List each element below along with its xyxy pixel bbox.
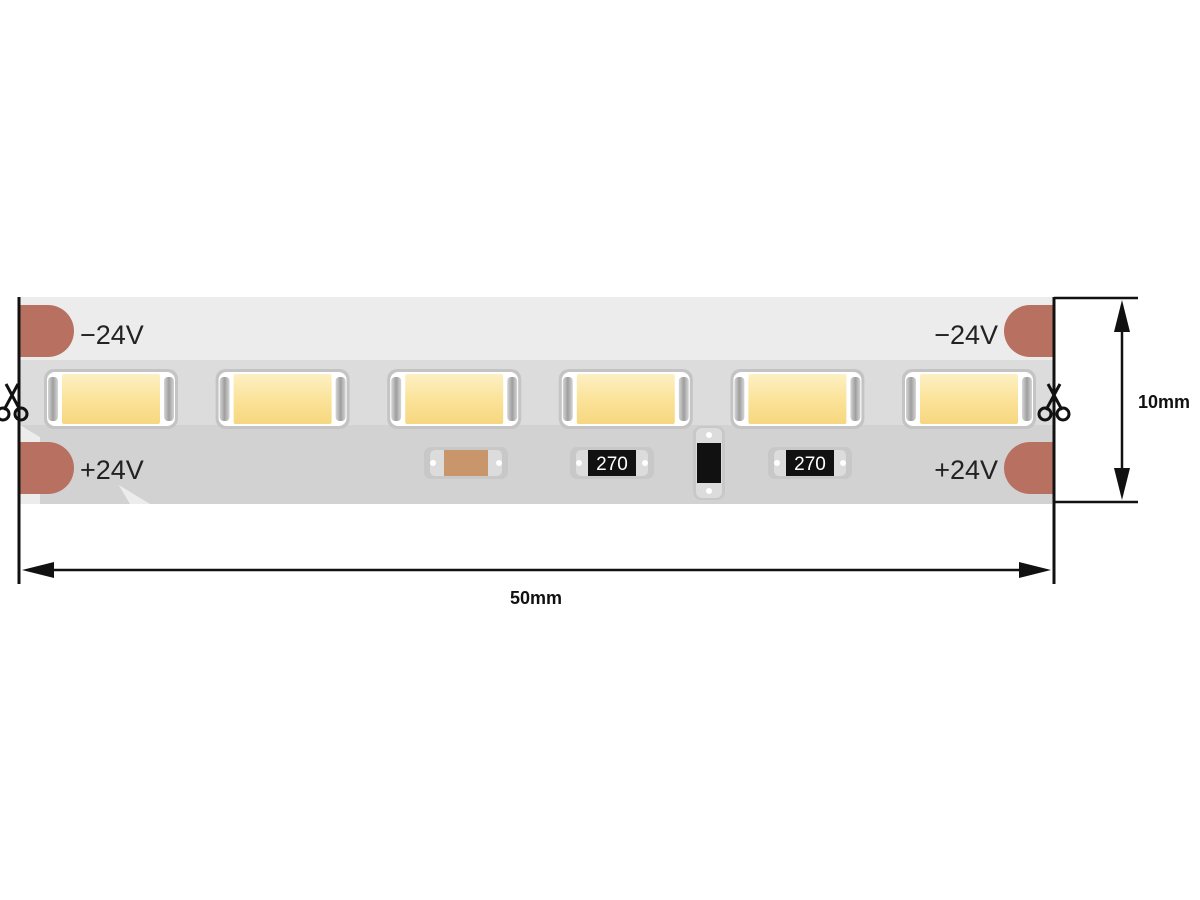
height-label: 10mm — [1138, 392, 1190, 412]
shadow-band — [20, 360, 1054, 425]
resistor-2-label: 270 — [794, 454, 826, 475]
led-chip — [44, 369, 178, 429]
fuse-component — [424, 447, 508, 479]
led-chip — [730, 369, 865, 429]
arrow-left-icon — [22, 562, 54, 578]
arrow-right-icon — [1019, 562, 1051, 578]
strip-shading — [20, 360, 1054, 504]
pad-label-right-top: −24V — [934, 320, 998, 350]
resistor-1-label: 270 — [596, 454, 628, 475]
arrow-down-icon — [1114, 468, 1130, 500]
pad-left-top — [20, 305, 74, 357]
pad-label-right-bottom: +24V — [934, 455, 998, 485]
led-chip — [558, 369, 693, 429]
shadow-band — [20, 425, 1054, 504]
led-chip — [215, 369, 350, 429]
resistor-1: 270 — [570, 447, 654, 479]
arrow-up-icon — [1114, 300, 1130, 332]
pad-left-bottom — [20, 442, 74, 494]
pad-label-left-bottom: +24V — [80, 455, 144, 485]
diode-component — [693, 426, 725, 500]
pad-right-bottom — [1004, 442, 1054, 494]
height-dimension: 10mm — [1054, 296, 1190, 504]
resistor-2: 270 — [768, 447, 852, 479]
pad-right-top — [1004, 305, 1054, 357]
pad-label-left-top: −24V — [80, 320, 144, 350]
width-label: 50mm — [510, 588, 562, 608]
width-dimension: 50mm — [22, 562, 1051, 608]
led-chip — [902, 369, 1036, 429]
solder-pads — [20, 305, 1054, 494]
led-chip — [387, 369, 522, 429]
led-row — [44, 369, 1036, 429]
